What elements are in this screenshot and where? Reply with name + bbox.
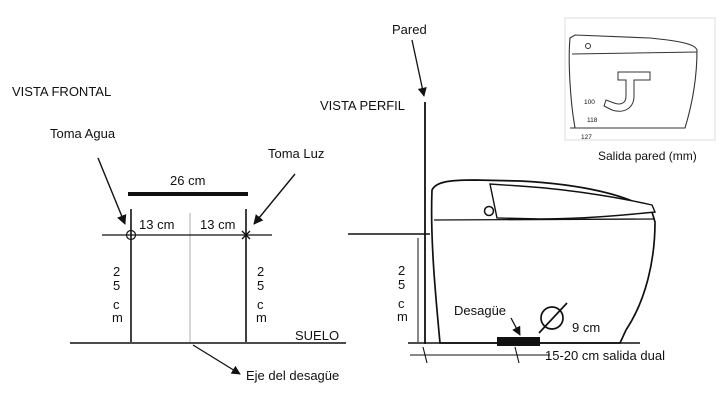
front-height-char: m [112, 310, 123, 325]
front-height-char: 5 [257, 278, 264, 293]
power-outlet-label: Toma Luz [268, 146, 324, 161]
wall-arrow [411, 39, 427, 97]
drain-pipe-symbol [497, 337, 540, 346]
front-height-char: 5 [113, 278, 120, 293]
water-inlet-symbol [125, 229, 137, 241]
drain-label: Desagüe [454, 303, 506, 318]
drain-arrow [510, 317, 521, 336]
front-height-char: m [256, 310, 267, 325]
outlet-dimension-tick-left [422, 346, 428, 364]
power-outlet-symbol [241, 230, 251, 240]
floor-label: SUELO [295, 328, 339, 343]
toilet-seam [433, 218, 656, 221]
power-outlet-arrow [253, 173, 296, 225]
diameter-slash [538, 302, 568, 334]
outlet-distance-label: 15-20 cm salida dual [545, 348, 665, 363]
inset-dim-100: 100 [584, 99, 595, 106]
toilet-lid [489, 183, 657, 220]
front-view-title: VISTA FRONTAL [12, 84, 111, 99]
left-offset-label: 13 cm [139, 217, 174, 232]
power-button-icon [483, 205, 495, 217]
front-height-char: 2 [257, 264, 264, 279]
side-view: Pared VISTA PERFIL 2 5 c m Desagüe 9 cm … [320, 22, 665, 364]
wall-outlet-inset: 100 118 127 Salida pared (mm) [564, 17, 716, 163]
inset-dim-127: 127 [581, 134, 592, 141]
water-inlet-label: Toma Agua [50, 126, 116, 141]
inset-caption: Salida pared (mm) [598, 149, 697, 163]
side-view-title: VISTA PERFIL [320, 98, 405, 113]
water-inlet-arrow [97, 157, 127, 225]
inset-drain-pipe [603, 71, 651, 112]
side-height-char: 5 [398, 277, 405, 292]
right-offset-label: 13 cm [200, 217, 235, 232]
side-height-char: 2 [398, 263, 405, 278]
drain-axis-label: Eje del desagüe [246, 368, 339, 383]
side-height-char: c [398, 296, 405, 311]
front-height-char: c [113, 297, 120, 312]
total-width-label: 26 cm [170, 173, 205, 188]
drain-axis-arrow [192, 344, 241, 375]
inset-power-button [585, 43, 591, 49]
toilet-body-outline [430, 179, 656, 344]
drain-diameter-label: 9 cm [572, 320, 600, 335]
front-view: VISTA FRONTAL Toma Agua Toma Luz 26 cm 1… [12, 84, 346, 383]
front-height-char: 2 [113, 264, 120, 279]
wall-label: Pared [392, 22, 427, 37]
inset-lid-line [571, 51, 698, 55]
side-height-char: m [397, 309, 408, 324]
front-height-char: c [257, 297, 264, 312]
diameter-symbol [540, 306, 564, 330]
outlet-dimension-tick-right [514, 346, 520, 364]
inset-dim-118: 118 [587, 117, 598, 124]
